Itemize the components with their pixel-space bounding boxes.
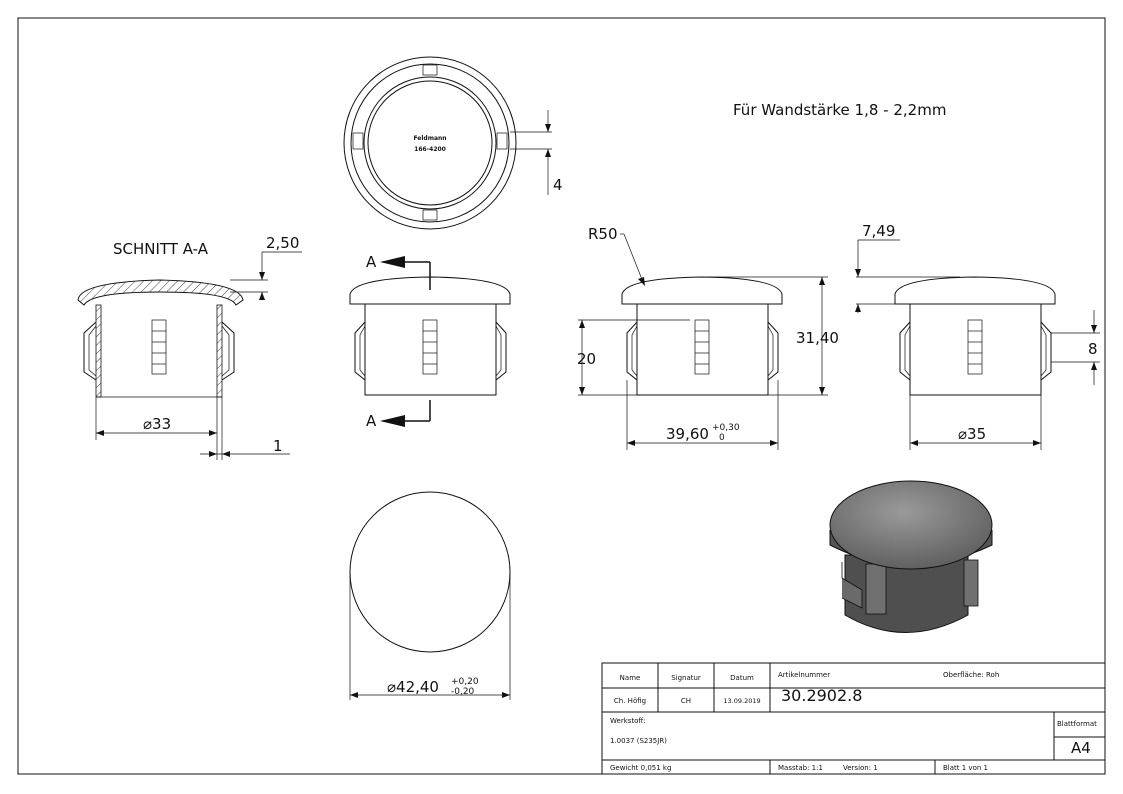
tb-signatur: CH (681, 697, 691, 705)
tb-oberflaeche: Oberfläche: Roh (943, 671, 999, 679)
dim-diam-body: 39,60 (666, 425, 709, 443)
logo-line1: Feldmann (413, 135, 446, 142)
tol-lower-head: -0,20 (451, 687, 475, 697)
cut-marker-top: A (366, 253, 377, 271)
tol-upper-head: +0,20 (451, 677, 479, 687)
tol-upper-body: +0,30 (712, 423, 740, 433)
dim-slot-height: 8 (1088, 340, 1098, 358)
dim-diam-35: ⌀35 (958, 425, 986, 443)
dim-radius: R50 (588, 225, 618, 243)
isometric-render (829, 480, 993, 633)
top-view: Feldmann 166-4200 4 (343, 56, 563, 230)
tb-name: Ch. Höfig (614, 697, 646, 705)
tb-werkstoff: 1.0037 (S235JR) (610, 737, 667, 745)
tol-lower-body: 0 (719, 433, 725, 443)
tb-blatt: Blatt 1 von 1 (943, 764, 988, 772)
tb-datum: 13.09.2019 (723, 697, 760, 705)
dim-diam-inner: ⌀33 (143, 415, 171, 433)
side-view-dimensioned: 7,49 8 ⌀35 (855, 222, 1100, 450)
tb-col-signatur: Signatur (671, 674, 701, 682)
dim-wall: 2,50 (266, 234, 299, 252)
dim-bottom-wall: 1 (273, 437, 283, 455)
front-view-dimensioned: R50 20 31,40 39,60 +0,30 0 (577, 225, 839, 450)
section-label: SCHNITT A-A (113, 240, 209, 258)
bottom-view: ⌀42,40 +0,20 -0,20 (349, 491, 511, 700)
tb-massstab: Masstab: 1:1 (778, 764, 823, 772)
dim-diam-head: ⌀42,40 (387, 678, 439, 696)
sheet-border (17, 17, 1106, 775)
tb-blattformat: A4 (1071, 739, 1091, 757)
tb-werkstoff-label: Werkstoff: (610, 717, 646, 725)
tb-gewicht: Gewicht 0,051 kg (610, 764, 671, 772)
section-view: SCHNITT A-A 2,50 ⌀33 (77, 234, 302, 460)
tb-artikel-label: Artikelnummer (778, 671, 830, 679)
tb-col-datum: Datum (730, 674, 754, 682)
dim-cap-height: 7,49 (862, 222, 895, 240)
dim-height-body: 20 (577, 350, 596, 368)
title-block: Name Signatur Datum Ch. Höfig CH 13.09.2… (601, 662, 1106, 775)
tb-blattformat-label: Blattformat (1057, 720, 1097, 728)
tb-version: Version: 1 (843, 764, 878, 772)
cut-marker-bottom: A (366, 412, 377, 430)
tb-col-name: Name (620, 674, 641, 682)
dim-top-slot: 4 (553, 176, 563, 194)
front-view-section-marker: A A (349, 253, 511, 430)
tb-artikel: 30.2902.8 (781, 686, 862, 705)
logo-line2: 166-4200 (414, 146, 446, 153)
dim-height-total: 31,40 (796, 329, 839, 347)
wall-thickness-heading: Für Wandstärke 1,8 - 2,2mm (733, 101, 946, 119)
